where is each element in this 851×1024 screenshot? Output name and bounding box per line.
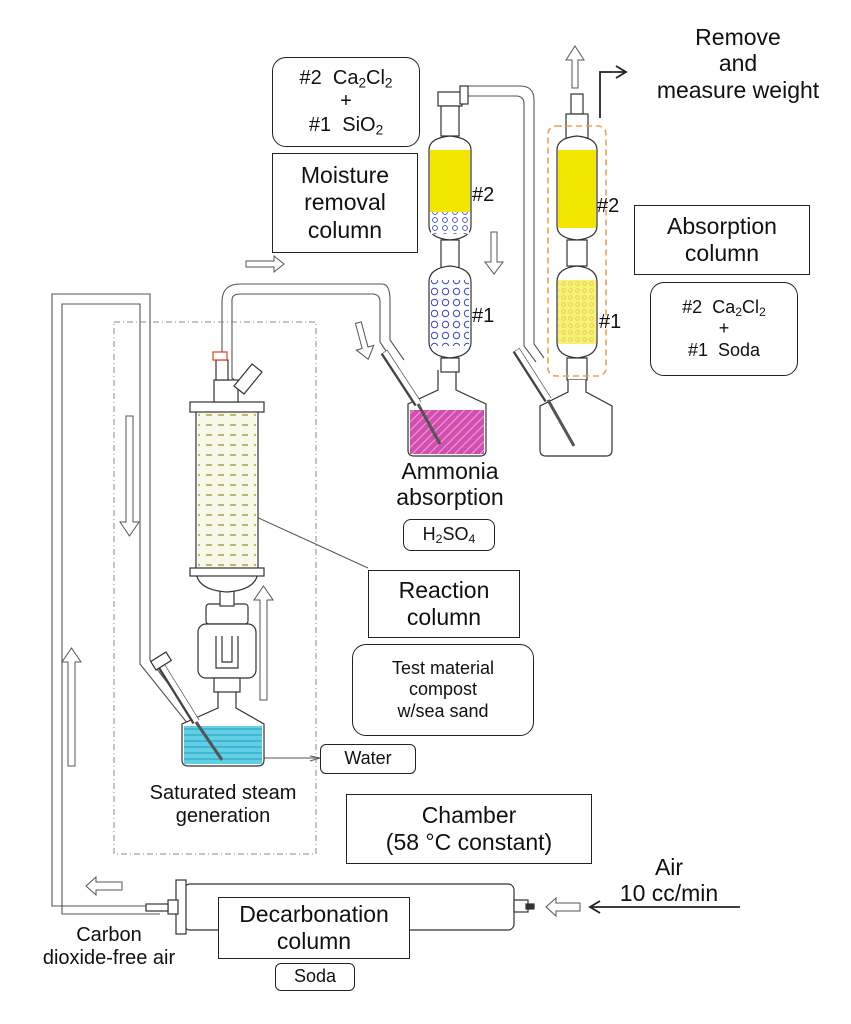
remove-arrow: [599, 65, 628, 118]
ammonia-absorption-label: Ammonia absorption: [396, 458, 504, 511]
remove-line1: Remove: [695, 24, 781, 50]
remove-label: Remove and measure weight: [628, 24, 848, 103]
remove-line3: measure weight: [656, 76, 820, 103]
steam-flask: [149, 651, 265, 767]
remove-line2: and: [718, 50, 758, 77]
test-material-box: Test material compost w/sea sand: [352, 644, 534, 736]
absorption-col-no2: #2: [597, 195, 620, 217]
moisture-reagent-bottom: #1 SiO2: [308, 113, 384, 138]
steam-trap: [197, 589, 257, 693]
decarbonation-column-label: Decarbonation column: [218, 897, 410, 959]
air-label: Air 10 cc/min: [619, 854, 719, 907]
moisture-reagent-box: #2 Ca2Cl2 + #1 SiO2: [272, 57, 420, 147]
moisture-reagent-top: #2 Ca2Cl2: [299, 66, 393, 90]
air-inlet-line: [588, 900, 740, 914]
moisture-col-no2: #2: [472, 184, 495, 206]
h2so4-box: H2SO4: [403, 519, 495, 551]
soda-box: Soda: [275, 963, 355, 991]
moisture-reagent-plus: +: [340, 90, 352, 113]
co2-free-air-label: Carbon dioxide-free air: [42, 924, 176, 969]
water-label-box: Water: [320, 744, 416, 774]
moisture-removal-label: Moisture removal column: [272, 153, 418, 253]
flow-arrows: [61, 45, 585, 918]
absorption-reagent-bottom: #1 Soda: [687, 339, 761, 360]
moisture-removal-column: [428, 85, 472, 373]
absorption-column-label: Absorption column: [634, 205, 810, 275]
absorption-reagent-top: #2 Ca2Cl2: [682, 297, 766, 320]
absorption-column: [512, 93, 613, 457]
absorption-col-no1: #1: [599, 311, 622, 333]
tubing: [51, 85, 545, 915]
reaction-column-label: Reaction column: [368, 570, 520, 638]
ammonia-flask: [380, 349, 487, 457]
chamber-boundary: [113, 321, 317, 855]
chamber-label: Chamber (58 °C constant): [346, 794, 592, 864]
reaction-column: [189, 351, 265, 593]
moisture-col-no1: #1: [472, 305, 495, 327]
absorption-reagent-box: #2 Ca2Cl2 + #1 Soda: [650, 282, 798, 376]
steam-generation-label: Saturated steam generation: [149, 782, 297, 827]
absorption-reagent-plus: +: [718, 318, 730, 339]
